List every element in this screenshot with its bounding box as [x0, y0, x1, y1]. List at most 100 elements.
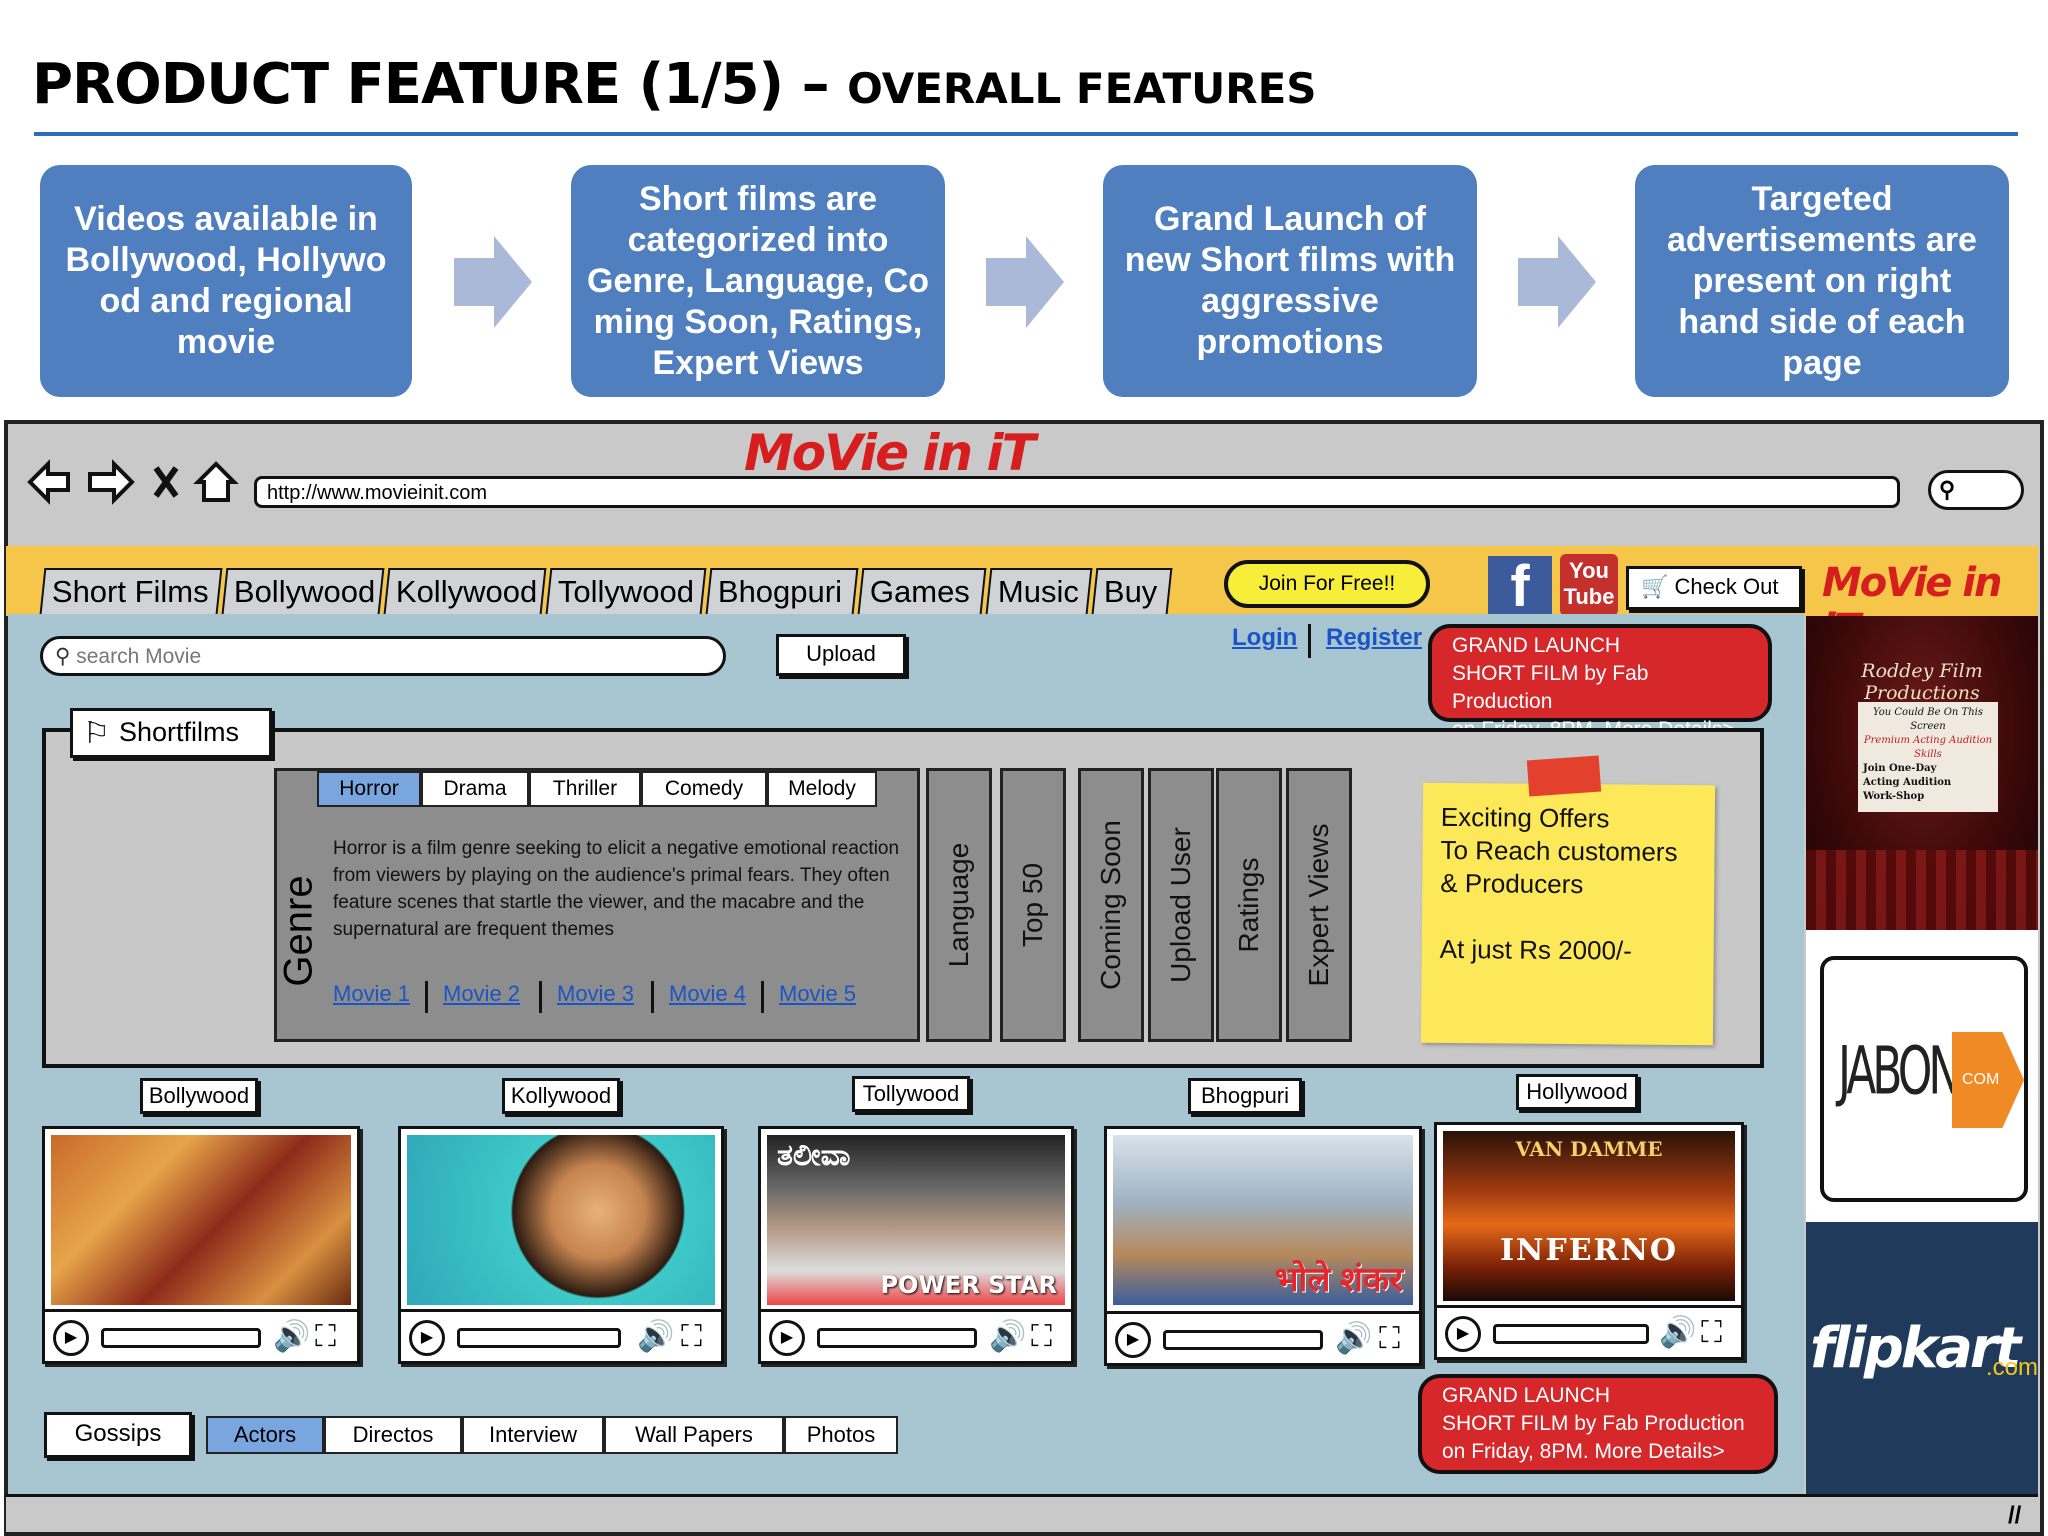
gossip-tab-directos[interactable]: Directos: [324, 1416, 462, 1454]
side-tab-top-50[interactable]: Top 50: [1000, 768, 1066, 1042]
checkout-button[interactable]: 🛒 Check Out: [1626, 566, 1802, 610]
arrow-icon: [454, 236, 532, 328]
ad-frame: JABONG COM: [1820, 956, 2028, 1202]
resize-grip-icon[interactable]: //: [2008, 1502, 2022, 1529]
video-label-hollywood[interactable]: Hollywood: [1516, 1074, 1638, 1110]
video-thumbnail[interactable]: VAN DAMME INFERNO: [1443, 1131, 1735, 1301]
divider: [651, 981, 654, 1013]
volume-icon[interactable]: 🔊: [1335, 1322, 1373, 1355]
gossip-tab-wall-papers[interactable]: Wall Papers: [604, 1416, 784, 1454]
login-link[interactable]: Login: [1232, 624, 1298, 651]
ad-text: flipkart: [1810, 1316, 2021, 1381]
theatre-seats: [1806, 850, 2038, 930]
volume-icon[interactable]: 🔊: [989, 1320, 1027, 1353]
progress-bar[interactable]: [1163, 1330, 1323, 1350]
facebook-icon[interactable]: f: [1488, 556, 1552, 618]
video-controls: ▶ 🔊 ⛶: [45, 1309, 357, 1361]
shortfilms-label: ⚐Shortfilms: [70, 708, 272, 758]
close-icon[interactable]: [153, 466, 179, 498]
join-free-button[interactable]: Join For Free!!: [1224, 560, 1430, 608]
nav-tab-tollywood[interactable]: Tollywood: [545, 568, 707, 614]
gossip-tab-photos[interactable]: Photos: [784, 1416, 898, 1454]
browser-search-box[interactable]: ⚲: [1928, 470, 2024, 510]
feature-box-3: Grand Launch of new Short films with agg…: [1103, 165, 1477, 397]
nav-tab-buy[interactable]: Buy: [1091, 568, 1173, 614]
divider: [761, 981, 764, 1013]
side-tab-ratings[interactable]: Ratings: [1216, 768, 1282, 1042]
ad-flipkart[interactable]: flipkart .com: [1806, 1222, 2038, 1494]
genre-tab-horror[interactable]: Horror: [317, 771, 421, 807]
video-label-kollywood[interactable]: Kollywood: [502, 1078, 620, 1114]
ad-badge: COM: [1952, 1032, 2024, 1128]
genre-tab-thriller[interactable]: Thriller: [529, 771, 641, 807]
fullscreen-icon[interactable]: ⛶: [1379, 1322, 1400, 1355]
fullscreen-icon[interactable]: ⛶: [681, 1320, 702, 1353]
nav-tab-music[interactable]: Music: [985, 568, 1093, 614]
nav-tab-kollywood[interactable]: Kollywood: [383, 568, 547, 614]
gossip-tab-actors[interactable]: Actors: [206, 1416, 324, 1454]
genre-description: Horror is a film genre seeking to elicit…: [333, 838, 900, 940]
video-label-bollywood[interactable]: Bollywood: [140, 1078, 258, 1114]
search-movie-input[interactable]: ⚲ search Movie: [40, 636, 726, 676]
promo-banner-bottom[interactable]: GRAND LAUNCH SHORT FILM by Fab Productio…: [1418, 1374, 1778, 1474]
movie-link-2[interactable]: Movie 2: [443, 981, 521, 1006]
progress-bar[interactable]: [457, 1328, 621, 1348]
forward-icon[interactable]: [88, 459, 135, 505]
play-icon[interactable]: ▶: [769, 1320, 805, 1356]
video-controls: ▶ 🔊 ⛶: [1107, 1311, 1419, 1363]
video-controls: ▶ 🔊 ⛶: [761, 1309, 1071, 1361]
upload-button[interactable]: Upload: [776, 634, 906, 676]
back-icon[interactable]: [27, 459, 70, 505]
url-bar[interactable]: http://www.movieinit.com: [254, 476, 1900, 508]
side-tab-upload-user[interactable]: Upload User: [1148, 768, 1214, 1042]
genre-tab-comedy[interactable]: Comedy: [641, 771, 767, 807]
side-tab-language[interactable]: Language: [926, 768, 992, 1042]
movie-link-5[interactable]: Movie 5: [779, 981, 857, 1006]
progress-bar[interactable]: [1493, 1324, 1649, 1344]
volume-icon[interactable]: 🔊: [273, 1320, 311, 1353]
volume-icon[interactable]: 🔊: [637, 1320, 675, 1353]
video-thumbnail[interactable]: भोले शंकर: [1113, 1135, 1413, 1305]
video-label-bhogpuri[interactable]: Bhogpuri: [1188, 1078, 1302, 1114]
movie-link-4[interactable]: Movie 4: [669, 981, 747, 1006]
video-thumbnail[interactable]: ತಲೀವಾ POWER STAR: [767, 1135, 1065, 1305]
ad-roddey-films[interactable]: Roddey Film Productions You Could Be On …: [1806, 616, 2038, 930]
movie-link-3[interactable]: Movie 3: [557, 981, 635, 1006]
video-controls: ▶ 🔊 ⛶: [401, 1309, 721, 1361]
nav-tab-games[interactable]: Games: [857, 568, 987, 614]
video-label-tollywood[interactable]: Tollywood: [852, 1076, 970, 1112]
play-icon[interactable]: ▶: [409, 1320, 445, 1356]
genre-tabs: Horror Drama Thriller Comedy Melody: [317, 771, 905, 807]
genre-tab-drama[interactable]: Drama: [421, 771, 529, 807]
home-icon[interactable]: [193, 461, 239, 502]
side-tab-coming-soon[interactable]: Coming Soon: [1078, 768, 1144, 1042]
promo-banner-top[interactable]: GRAND LAUNCH SHORT FILM by Fab Productio…: [1428, 624, 1772, 741]
play-icon[interactable]: ▶: [1445, 1316, 1481, 1352]
sticky-tape: [1526, 755, 1602, 797]
nav-tab-bollywood[interactable]: Bollywood: [221, 568, 385, 614]
side-tab-expert-views[interactable]: Expert Views: [1286, 768, 1352, 1042]
fullscreen-icon[interactable]: ⛶: [1031, 1320, 1052, 1353]
fullscreen-icon[interactable]: ⛶: [1701, 1316, 1722, 1349]
progress-bar[interactable]: [101, 1328, 261, 1348]
video-thumbnail[interactable]: [407, 1135, 715, 1305]
nav-tab-short-films[interactable]: Short Films: [39, 568, 223, 614]
progress-bar[interactable]: [817, 1328, 977, 1348]
play-icon[interactable]: ▶: [53, 1320, 89, 1356]
volume-icon[interactable]: 🔊: [1659, 1316, 1697, 1349]
video-thumbnail[interactable]: [51, 1135, 351, 1305]
title-sub: OVERALL FEATURES: [847, 64, 1317, 113]
register-link[interactable]: Register: [1326, 624, 1423, 651]
ad-jabong[interactable]: JABONG COM: [1806, 930, 2038, 1222]
slide-title: PRODUCT FEATURE (1/5) – OVERALL FEATURES: [32, 52, 1317, 117]
feature-box-1: Videos available in Bollywood, Hollywo o…: [40, 165, 412, 397]
fullscreen-icon[interactable]: ⛶: [315, 1320, 336, 1353]
genre-tab-melody[interactable]: Melody: [767, 771, 877, 807]
movie-link-1[interactable]: Movie 1: [333, 981, 411, 1006]
play-icon[interactable]: ▶: [1115, 1322, 1151, 1358]
sticky-note-ad: Exciting Offers To Reach customers & Pro…: [1420, 782, 1716, 1046]
nav-tab-bhogpuri[interactable]: Bhogpuri: [705, 568, 859, 614]
gossip-tab-interview[interactable]: Interview: [462, 1416, 604, 1454]
